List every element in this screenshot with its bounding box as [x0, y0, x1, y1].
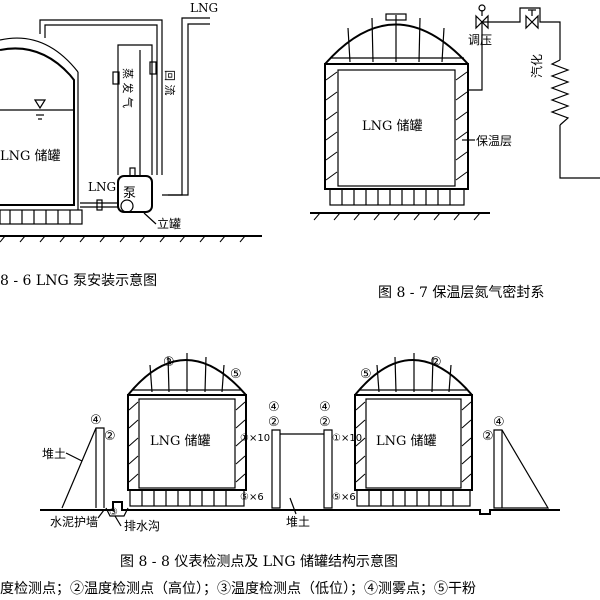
fig8-marker-2-left: ②	[104, 429, 116, 444]
fig7-tank-base	[329, 188, 465, 206]
fig6-tank-base	[0, 209, 83, 225]
fig8-right-tank-label: LNG 储罐	[376, 434, 437, 449]
fig7-nitrogen-pipe	[468, 7, 561, 91]
fig6-lng-outlet-label: LNG	[190, 1, 218, 15]
fig6-tank-dome	[0, 37, 79, 73]
fig7-regulator-valve	[475, 4, 489, 30]
fig8-right-earth-berm	[493, 429, 550, 509]
fig7-caption: 图 8 - 7 保温层氮气密封系	[378, 284, 544, 301]
fig6-lng-inlet-label: LNG	[88, 180, 116, 194]
fig6-return-label: 回 流	[163, 70, 177, 96]
fig8-marker-2-left-top: ②	[163, 355, 175, 370]
fig8-marker-2-mid-right: ②	[319, 415, 331, 430]
fig8-left-drain-ditch	[105, 507, 129, 517]
fig8-drain-label: 排水沟	[124, 519, 160, 533]
fig6-tank-body	[0, 47, 75, 206]
fig8-marker-4-mid-right: ④	[319, 400, 331, 415]
fig8-left-earth-berm	[61, 427, 105, 509]
fig8-marker-2-right: ②	[482, 429, 494, 444]
fig8-marker-4-right: ④	[493, 415, 505, 430]
fig6-tank-label: LNG 储罐	[0, 149, 61, 164]
fig6-pump-installation: 泵 立罐 LNG 储罐 LNG LNG 蒸 发 气 回 流 8 - 6 LNG …	[0, 1, 262, 289]
fig8-ground	[40, 501, 560, 515]
fig8-marker-5-left-top: ⑤	[230, 367, 242, 382]
fig8-left-tank-label: LNG 储罐	[150, 434, 211, 449]
fig7-valve-2	[525, 9, 539, 30]
fig8-earth-left-label: 堆土	[42, 447, 66, 461]
fig7-vaporizer-coil	[550, 59, 570, 126]
fig6-vertical-tank-label: 立罐	[157, 216, 181, 231]
fig8-marker-4-mid-left: ④	[268, 400, 280, 415]
fig6-pump-label: 泵	[123, 186, 136, 201]
fig7-nitrogen-seal: LNG 储罐 保温层 调压 汽化 图 8 - 7 保温层氮气密封系	[310, 4, 600, 301]
fig6-pipes	[39, 17, 210, 211]
fig7-insulation-label: 保温层	[476, 134, 512, 148]
fig8-marker-3: ③	[109, 507, 118, 518]
fig8-left-tank: LNG 储罐	[127, 353, 247, 507]
fig8-instrument-points: LNG 储罐 LNG 储罐	[0, 353, 560, 597]
fig8-marker-5x6-right: ⑤×6	[332, 492, 356, 503]
fig6-pump	[117, 175, 153, 213]
fig8-legend: 度检测点；②温度检测点（高位）；③温度检测点（低位）；④测雾点；⑤干粉	[0, 580, 476, 597]
fig6-caption: 8 - 6 LNG 泵安装示意图	[0, 272, 157, 289]
fig7-tank-inner	[337, 69, 456, 187]
fig8-marker-1x10-right: ①×10	[332, 433, 362, 444]
fig8-wall-label: 水泥护墙	[50, 515, 98, 529]
fig8-middle-earth-berm	[271, 429, 281, 509]
fig8-right-tank: LNG 储罐	[354, 353, 473, 507]
fig7-tank-label: LNG 储罐	[362, 119, 423, 134]
fig8-marker-2-right-top: ②	[430, 355, 442, 370]
fig8-marker-5x6-left: ⑤×6	[240, 492, 264, 503]
fig8-marker-4-left: ④	[90, 413, 102, 428]
fig6-boiloff-label: 蒸 发 气	[121, 68, 135, 108]
fig8-caption: 图 8 - 8 仪表检测点及 LNG 储罐结构示意图	[120, 553, 398, 570]
fig7-regulator-label: 调压	[468, 33, 492, 47]
fig8-earth-mid-label: 堆土	[286, 515, 310, 529]
fig8-marker-5-right-top: ⑤	[360, 367, 372, 382]
fig8-marker-1x10-left: ①×10	[240, 433, 270, 444]
fig8-marker-2-mid-left: ②	[268, 415, 280, 430]
fig7-vaporizer-label: 汽化	[529, 54, 544, 78]
